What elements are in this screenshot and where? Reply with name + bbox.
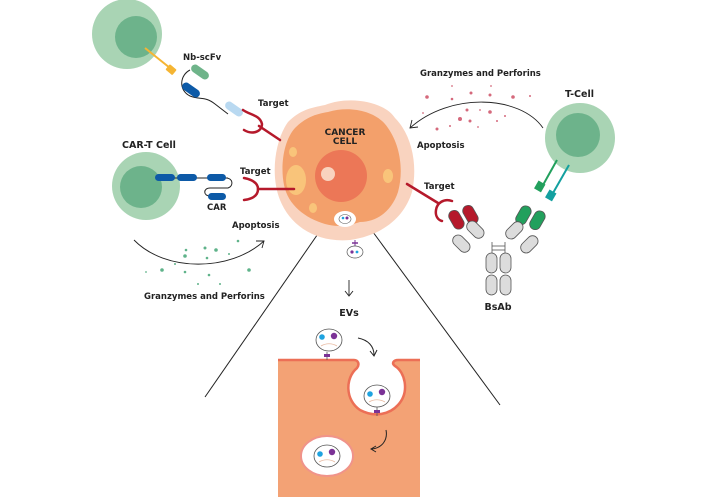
apoptosis-label-left: Apoptosis (232, 221, 280, 231)
zoom-line-left (204, 227, 323, 398)
ev-in-cell (334, 211, 356, 227)
car-construct (155, 174, 233, 200)
endosome (300, 435, 354, 477)
vacuole (309, 203, 317, 213)
t-cell (545, 103, 615, 173)
bsab-label: BsAb (484, 302, 511, 313)
granzyme-particles-left (145, 239, 251, 285)
ev-approaching (315, 328, 343, 360)
bsab-antibody (448, 204, 546, 296)
granzyme-particles-right (422, 85, 531, 131)
curved-arrow-1 (357, 337, 378, 357)
arc-arrow-left (133, 239, 265, 265)
target-label-right: Target (424, 182, 455, 192)
t-cell-receptor (534, 159, 570, 202)
apoptosis-label-right: Apoptosis (417, 141, 465, 151)
zoom-line-right (369, 227, 501, 406)
target-receptor-middle (242, 176, 296, 202)
arc-arrow-right (409, 101, 544, 129)
target-receptor-top (241, 108, 282, 142)
evs-label: EVs (339, 308, 359, 319)
secreted-ev (346, 240, 364, 259)
cancer-cell (274, 100, 415, 241)
cancer-cell-label-line1: CANCER (325, 128, 366, 138)
granzymes-label-left: Granzymes and Perforins (144, 292, 265, 302)
arc-arrowhead-left (256, 240, 265, 249)
car-label: CAR (207, 203, 227, 213)
cancer-cell-label-line2: CELL (333, 137, 357, 147)
down-arrow (344, 280, 354, 297)
nb-scfv-cell (92, 0, 162, 69)
nb-scfv-label: Nb-scFv (183, 53, 222, 63)
curved-arrow-2 (370, 429, 387, 453)
ev-internalizing (363, 384, 391, 416)
target-label-middle: Target (240, 167, 271, 177)
arc-arrowhead-right (409, 119, 419, 129)
vacuole (286, 165, 306, 195)
vacuole (383, 169, 393, 183)
target-receptor-right (405, 182, 454, 223)
t-cell-label: T-Cell (565, 89, 594, 100)
car-t-cell (112, 152, 180, 220)
nucleolus (321, 167, 335, 181)
target-label-top: Target (258, 99, 289, 109)
membrane-panel (278, 358, 420, 497)
car-t-cell-label: CAR-T Cell (122, 140, 176, 151)
granzymes-label-right: Granzymes and Perforins (420, 69, 541, 79)
ev-in-cell-membrane (338, 214, 352, 224)
vacuole (289, 147, 297, 157)
nb-scfv-construct (144, 47, 243, 117)
cancer-nucleus (315, 150, 367, 202)
